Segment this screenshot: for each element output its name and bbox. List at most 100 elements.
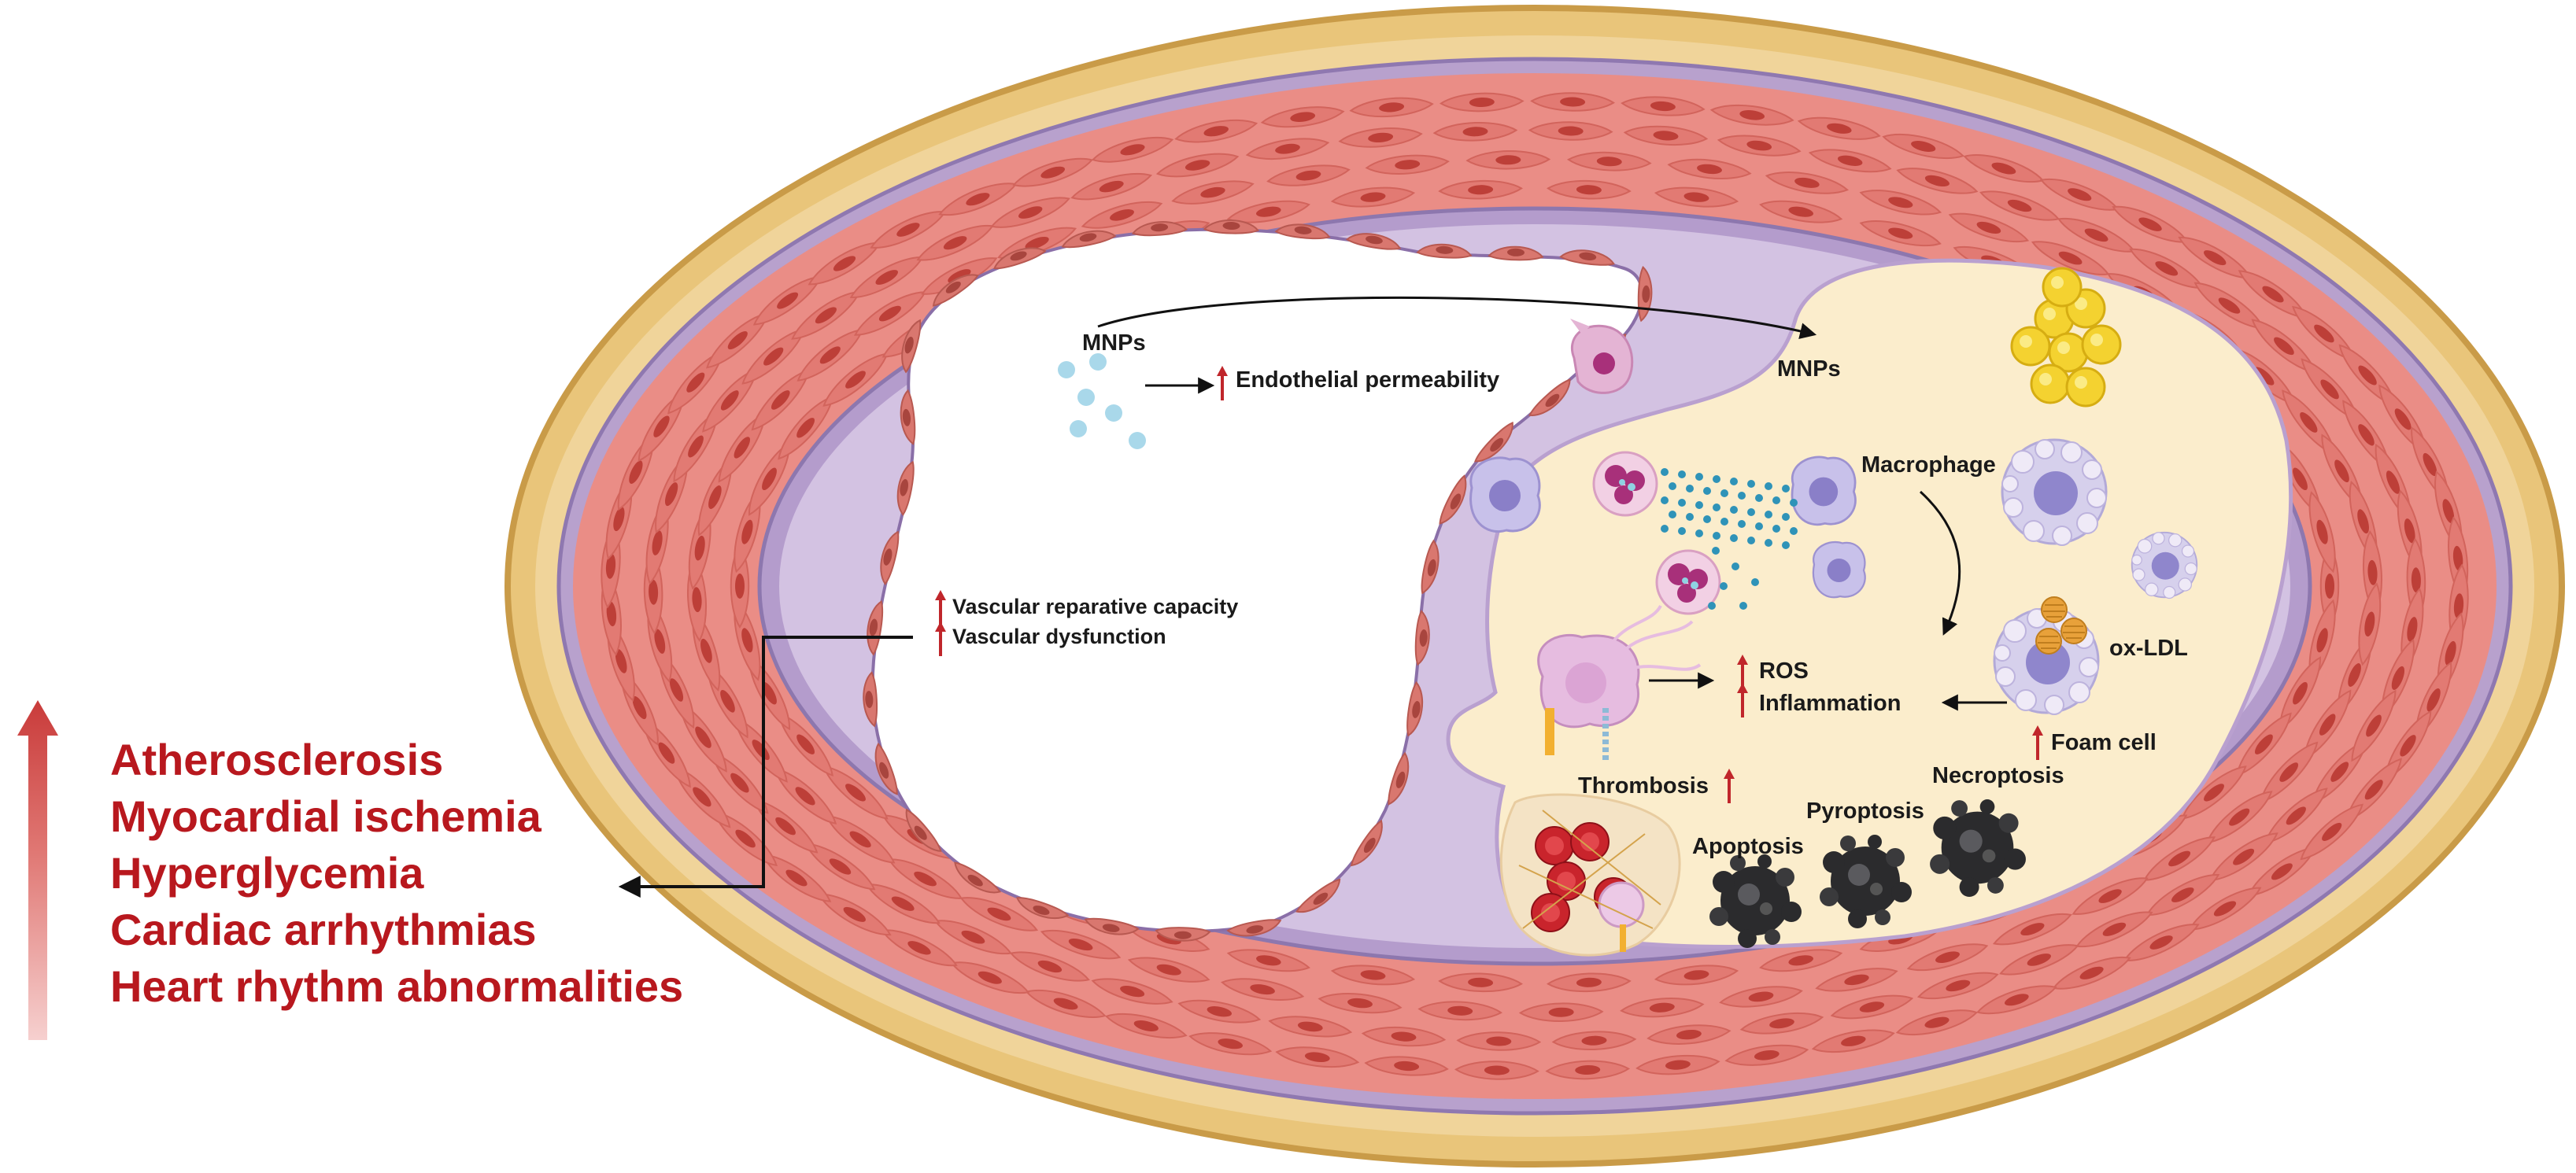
endothelial-cell-icon (1414, 610, 1430, 666)
smooth-muscle-cell-icon (1859, 220, 1942, 247)
mnp-particle (1730, 534, 1738, 542)
smooth-muscle-cell-icon (1417, 1001, 1503, 1021)
smooth-muscle-cell-icon (1547, 179, 1632, 200)
mnp-particle (1772, 496, 1780, 504)
smooth-muscle-cell-icon (1654, 186, 1739, 208)
smooth-muscle-cell-icon (1547, 972, 1632, 993)
smooth-muscle-cell-icon (1518, 1002, 1604, 1022)
smooth-muscle-cell-icon (1948, 212, 2030, 243)
necroptosis-label: Necroptosis (1932, 763, 2064, 788)
smooth-muscle-cell-icon (1999, 944, 2079, 976)
smooth-muscle-cell-icon (1709, 104, 1794, 126)
smooth-muscle-cell-icon (1759, 200, 1843, 223)
smooth-muscle-cell-icon (1177, 999, 1262, 1024)
smooth-muscle-cell-icon (1104, 1013, 1188, 1038)
vascular-dysfunction-label: Vascular dysfunction (952, 625, 1166, 648)
inflammation-label: Inflammation (1759, 691, 1901, 716)
smooth-muscle-cell-icon (1266, 164, 1351, 186)
smooth-muscle-cell-icon (1620, 998, 1705, 1018)
endothelial-cell-icon (1016, 897, 1070, 920)
mnp-migration-arrow (1097, 296, 1817, 339)
outcome-item: Heart rhythm abnormalities (110, 961, 683, 1011)
endothelial-cell-icon (867, 599, 884, 656)
smooth-muscle-cell-icon (1551, 1031, 1637, 1051)
apoptosis-label: Apoptosis (1692, 834, 1804, 859)
smooth-muscle-cell-icon (1174, 119, 1258, 143)
transmigrating-monocyte (1570, 319, 1634, 394)
dysfunction-to-outcomes-arrow (618, 636, 913, 898)
mnp-particle (1782, 513, 1790, 521)
ldl-particle-icon (2060, 618, 2087, 644)
smooth-muscle-cell-icon (1465, 150, 1551, 170)
smooth-muscle-cell-icon (1882, 134, 1965, 159)
mnp-particle (1730, 506, 1738, 514)
macrophage-to-inflammation-arrow (1919, 490, 1961, 636)
smooth-muscle-cell-icon (1318, 992, 1403, 1014)
smooth-muscle-cell-icon (1992, 913, 2072, 946)
smooth-muscle-cell-icon (1127, 957, 1210, 983)
endothelial-cell-icon (1131, 221, 1188, 237)
outcome-item: Hyperglycemia (110, 848, 424, 898)
endothelial-cell-icon (1488, 245, 1544, 261)
mnp-particle (1751, 578, 1759, 586)
mnp-particle (1720, 582, 1728, 590)
ros-label: ROS (1759, 658, 1809, 684)
foam-cell-icon (2131, 531, 2198, 599)
mnp-particle (1708, 602, 1716, 610)
smooth-muscle-cell-icon (2072, 877, 2149, 915)
endothelial-cell-icon (905, 808, 942, 852)
smooth-muscle-cell-icon (1530, 92, 1615, 112)
smooth-muscle-cell-icon (1765, 172, 1849, 194)
smooth-muscle-cell-icon (1717, 135, 1802, 157)
endothelial-cell-icon (1421, 539, 1440, 595)
smooth-muscle-cell-icon (2358, 582, 2382, 666)
vascular-reparative-label: Vascular reparative capacity (952, 595, 1238, 618)
mnp-particle (1686, 513, 1694, 521)
smooth-muscle-cell-icon (1545, 1060, 1631, 1080)
smooth-muscle-cell-icon (1623, 125, 1709, 146)
endothelial-cell-icon (1274, 223, 1331, 240)
endothelial-permeability-label: Endothelial permeability (1236, 367, 1499, 393)
smooth-muscle-cell-icon (1245, 138, 1330, 160)
smooth-muscle-cell-icon (1081, 201, 1163, 229)
smooth-muscle-cell-icon (1811, 1029, 1895, 1053)
mnp-particle (1661, 468, 1669, 476)
mnp-particle (1755, 494, 1763, 502)
mnp-particle (1747, 480, 1755, 488)
mnp-particle (1695, 501, 1703, 509)
neutrophil-icon (1592, 451, 1658, 517)
mnp-particle (1772, 525, 1780, 533)
ldl-particle-icon (2041, 596, 2068, 623)
smooth-muscle-cell-icon (1275, 1046, 1360, 1068)
smooth-muscle-cell-icon (1808, 149, 1892, 173)
mnp-particles-plaque (1661, 468, 1798, 610)
endothelial-cell-icon (954, 861, 1002, 894)
mnp-particle (1713, 504, 1720, 511)
mnp-particle (1703, 515, 1711, 523)
smooth-muscle-cell-icon (1528, 121, 1613, 141)
smooth-muscle-cell-icon (1438, 972, 1523, 993)
smooth-muscle-cell-icon (1439, 92, 1525, 113)
thrombosis-label: Thrombosis (1578, 773, 1709, 799)
mnp-particle (1712, 547, 1720, 555)
mnp-particle (1782, 485, 1790, 492)
mnp-particle (1765, 482, 1772, 490)
macrophage-icon (1791, 456, 1857, 526)
smooth-muscle-cell-icon (1646, 1024, 1732, 1045)
red-blood-cell-icon (1535, 826, 1574, 865)
smooth-muscle-cell-icon (1260, 106, 1345, 128)
smooth-muscle-cell-icon (1361, 1026, 1447, 1047)
foam-cell-icon (2001, 438, 2108, 547)
endothelial-cell-icon (1061, 230, 1117, 249)
endothelial-cell-icon (1416, 243, 1473, 259)
smooth-muscle-cell-icon (1906, 943, 1989, 972)
endothelial-cell-icon (863, 671, 878, 728)
smooth-muscle-cell-icon (1454, 1060, 1539, 1080)
red-blood-cell-icon (1531, 893, 1570, 932)
smooth-muscle-cell-icon (1566, 151, 1652, 172)
smooth-muscle-cell-icon (1916, 972, 1999, 1000)
foam-cell-label: Foam cell (2051, 730, 2157, 755)
outcomes-panel: Atherosclerosis Myocardial ischemia Hype… (17, 700, 683, 1040)
smooth-muscle-cell-icon (1438, 179, 1523, 200)
mnp-particle (1695, 529, 1703, 537)
